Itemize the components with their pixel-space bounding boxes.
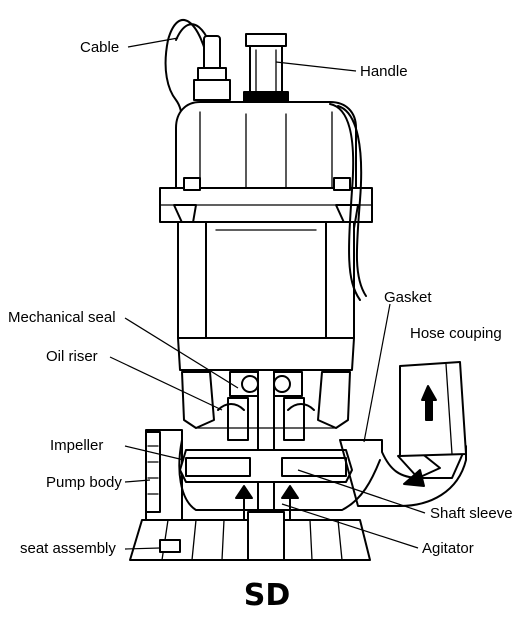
label-seat-assembly: seat assembly: [20, 540, 116, 557]
label-mechanical-seal: Mechanical seal: [8, 309, 116, 326]
model-title: SD: [244, 578, 291, 613]
label-pump-body: Pump body: [46, 474, 122, 491]
seal-section-drawing: [181, 369, 351, 521]
pump-body-drawing: [145, 361, 467, 521]
label-oil-riser: Oil riser: [46, 348, 98, 365]
label-handle: Handle: [360, 63, 408, 80]
seat-base-drawing: [129, 485, 371, 561]
label-hose-coupling: Hose couping: [410, 325, 502, 342]
label-agitator: Agitator: [422, 540, 474, 557]
motor-housing-drawing: [159, 101, 373, 371]
leader-lines: [109, 37, 426, 550]
label-impeller: Impeller: [50, 437, 103, 454]
label-cable: Cable: [80, 39, 119, 56]
label-gasket: Gasket: [384, 289, 432, 306]
label-shaft-sleeve: Shaft sleeve: [430, 505, 513, 522]
